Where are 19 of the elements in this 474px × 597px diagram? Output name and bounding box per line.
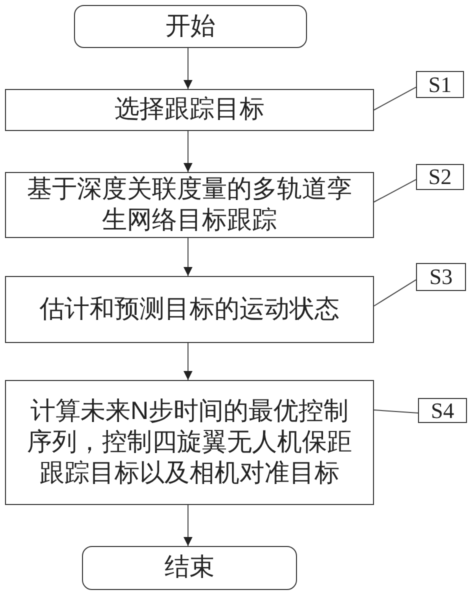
step-label-box: S4 xyxy=(418,398,467,423)
arrow xyxy=(184,238,192,276)
step-label-box: S3 xyxy=(416,263,466,291)
arrow xyxy=(184,342,192,380)
process-box: 基于深度关联度量的多轨道孪生网络目标跟踪 xyxy=(5,172,374,238)
leader-line xyxy=(374,279,416,306)
process-box: 估计和预测目标的运动状态 xyxy=(5,276,374,343)
arrow xyxy=(184,130,192,172)
leader-line xyxy=(374,410,418,414)
process-box: 选择跟踪目标 xyxy=(5,89,374,131)
step-label-box: S2 xyxy=(416,164,464,190)
terminal-box: 开始 xyxy=(74,5,307,48)
process-box: 计算未来N步时间的最优控制序列，控制四旋翼无人机保距跟踪目标以及相机对准目标 xyxy=(5,380,374,505)
arrow xyxy=(184,48,192,90)
step-label-box: S1 xyxy=(416,71,464,98)
terminal-box: 结束 xyxy=(82,546,297,590)
leader-line xyxy=(374,179,416,202)
leader-line xyxy=(374,86,416,110)
arrow xyxy=(184,504,192,546)
